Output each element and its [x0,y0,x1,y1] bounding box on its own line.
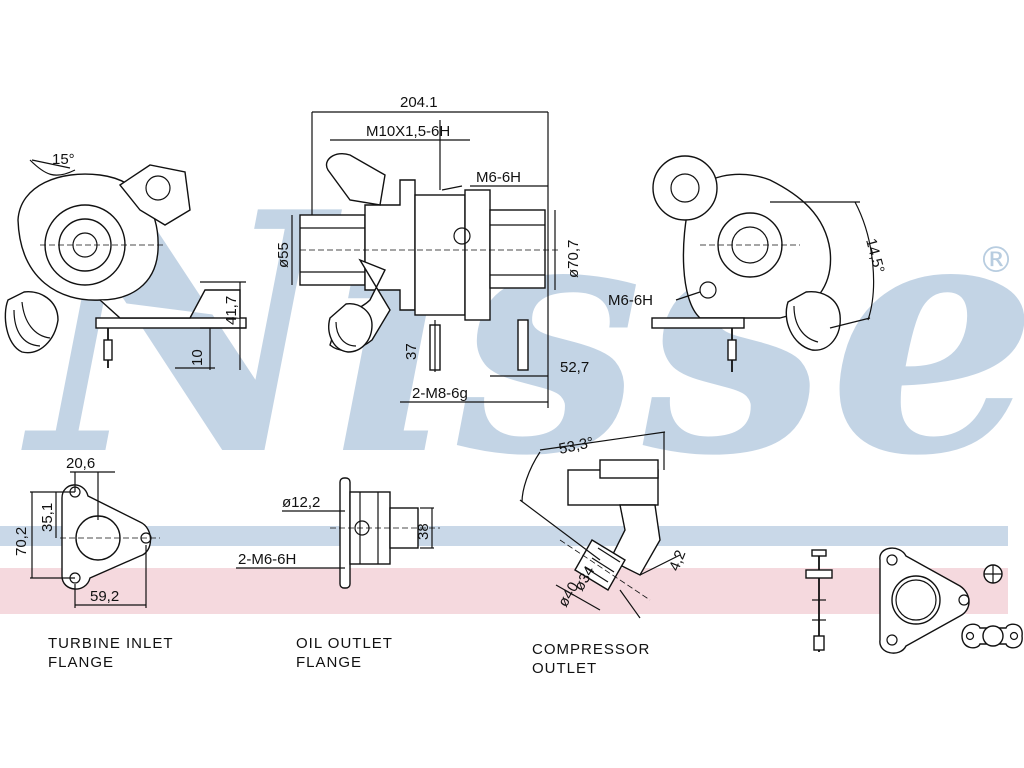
dim-dia-70: ø70,7 [565,240,582,278]
compressor-outlet [519,431,681,619]
turbo-left-view [4,159,247,370]
dim-dia-55: ø55 [275,242,292,268]
dim-angle-15: 15° [52,151,75,168]
blue-band [0,526,1008,546]
dim-thread-m6-top: M6-6H [476,169,521,186]
caption-compressor-line1: COMPRESSOR [532,641,650,658]
dim-thread-2m8: 2-M8-6g [412,385,468,402]
registered-mark: ® [978,240,1014,281]
dim-thread-m6-right: M6-6H [608,292,653,309]
dim-width-20: 20,6 [66,455,95,472]
caption-compressor-line2: OUTLET [532,660,597,677]
pink-band [0,568,1008,614]
dim-thread-m10: M10X1,5-6H [366,123,450,140]
caption-turbine-line2: FLANGE [48,654,114,671]
turbo-middle-view [291,111,560,408]
caption-oil-line1: OIL OUTLET [296,635,393,652]
dim-height-38: 38 [415,523,432,540]
dim-dia-12: ø12,2 [282,494,320,511]
dim-angle-53: 53,3° [557,434,595,458]
dim-height-35: 35,1 [39,503,56,532]
dim-width-52: 52,7 [560,359,589,376]
caption-oil-line2: FLANGE [296,654,362,671]
turbo-right-view [651,155,875,372]
dim-width-204: 204.1 [400,94,438,111]
dim-width-59: 59,2 [90,588,119,605]
oil-outlet-flange [236,477,440,589]
dim-height-37: 37 [403,343,420,360]
dim-height-70: 70,2 [13,527,30,556]
dim-thread-2m6: 2-M6-6H [238,551,296,568]
caption-turbine-line1: TURBINE INLET [48,635,174,652]
dim-height-10: 10 [189,349,206,366]
dim-height-41: 41,7 [223,296,240,325]
dim-height-4: 4,2 [666,548,690,574]
accessory-parts [805,547,1023,654]
turbine-inlet-flange [30,471,160,608]
